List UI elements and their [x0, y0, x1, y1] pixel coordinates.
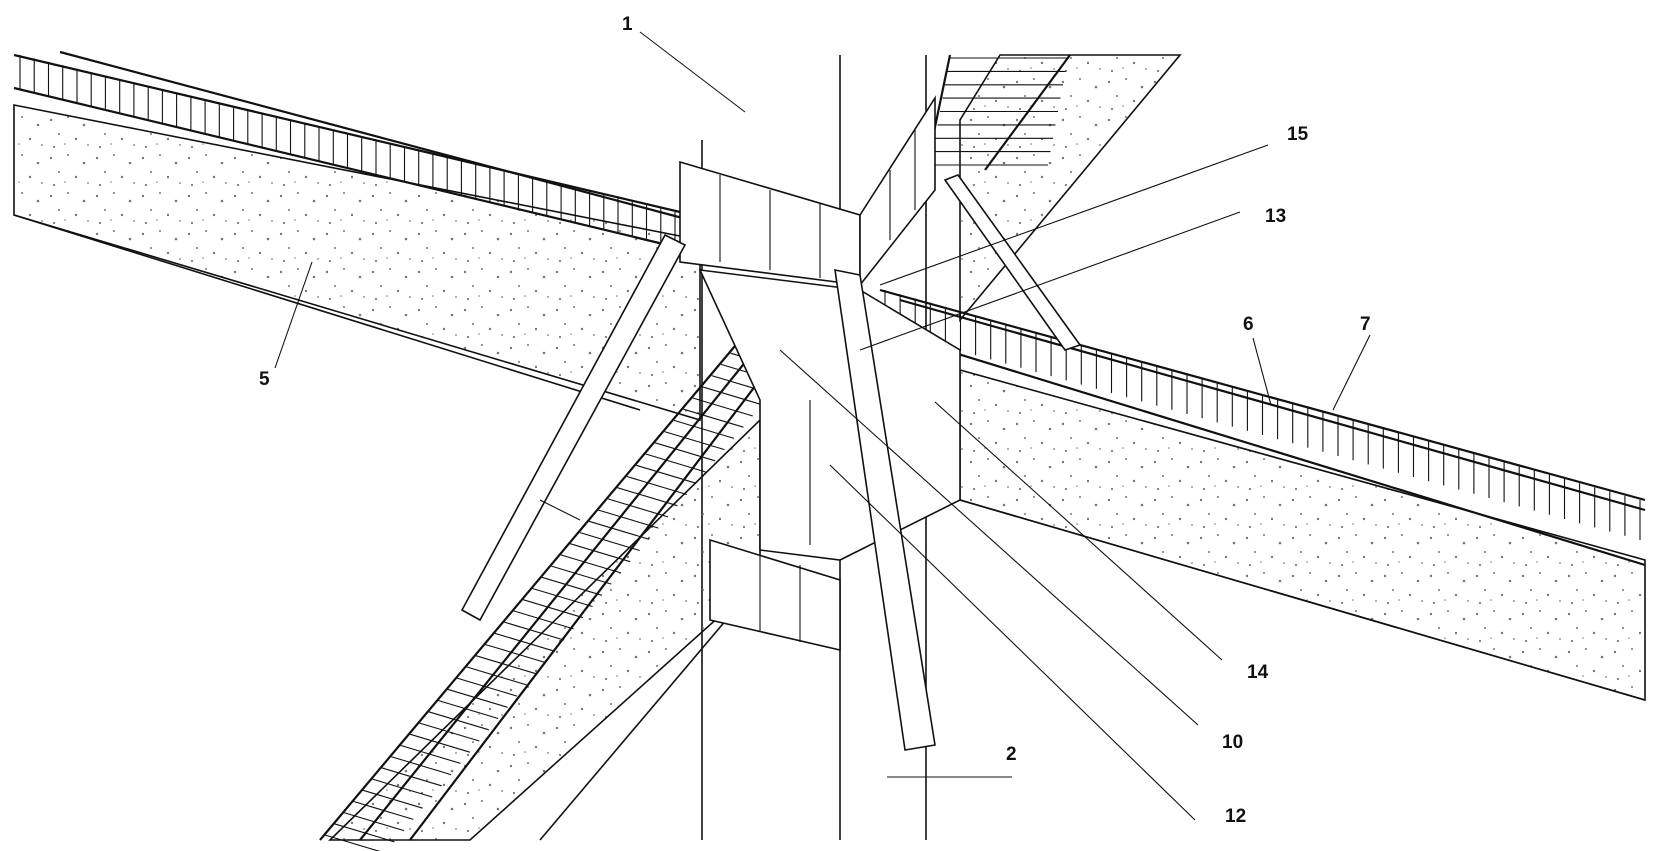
stirrup [541, 576, 603, 596]
stirrup [343, 812, 405, 832]
leader-lines [274, 31, 1371, 821]
stirrup [551, 565, 612, 585]
stirrup [428, 711, 489, 731]
stirrup [692, 397, 753, 417]
stirrup [513, 610, 574, 630]
stirrup [475, 655, 537, 675]
label-13: 13 [1265, 206, 1286, 227]
stirrup [438, 699, 499, 720]
stirrup [419, 722, 480, 742]
stirrup [485, 643, 546, 664]
label-6: 6 [1243, 314, 1254, 335]
stirrup [456, 677, 518, 697]
stirrup [466, 666, 527, 686]
label-2: 2 [1006, 744, 1017, 765]
stirrup [381, 767, 442, 787]
rebar-cage-front [319, 339, 801, 851]
stirrup [636, 464, 697, 484]
stirrup [532, 587, 593, 608]
reference-numerals: 1 2 5 6 7 10 12 13 14 15 [259, 14, 1371, 827]
upper-ring-plate [679, 95, 936, 288]
stirrup [400, 744, 461, 764]
stirrup [353, 800, 414, 820]
lower-ring-plate [709, 538, 841, 652]
stirrup [579, 531, 640, 552]
stirrup [504, 621, 565, 641]
concrete-beam-left [13, 104, 701, 422]
concrete-beam-back [959, 54, 1182, 323]
stirrup [654, 442, 716, 462]
stirrup [683, 408, 744, 428]
label-10: 10 [1222, 732, 1243, 753]
rebar-cage-right [879, 288, 1646, 567]
stirrup [390, 756, 452, 776]
stirrup [334, 823, 395, 843]
label-1: 1 [622, 14, 633, 35]
diagonal-brace-center [834, 268, 936, 751]
stirrup [560, 554, 621, 574]
stirrup [607, 498, 669, 518]
stirrup [598, 509, 659, 529]
stirrup [617, 487, 678, 507]
stirrup [447, 688, 508, 708]
stirrup [570, 543, 631, 563]
stirrup [522, 599, 584, 619]
diagonal-brace-right [943, 174, 1082, 351]
stirrup [588, 520, 650, 540]
label-5: 5 [259, 369, 270, 390]
stirrup [702, 386, 763, 406]
stirrup [362, 789, 423, 809]
stirrup [494, 632, 555, 652]
stirrup [673, 419, 735, 439]
label-14: 14 [1247, 662, 1269, 683]
stirrup [409, 733, 471, 753]
label-15: 15 [1287, 124, 1309, 145]
stirrup [324, 834, 381, 851]
stirrup [664, 431, 725, 451]
label-7: 7 [1360, 314, 1371, 335]
concrete-beam-right [959, 368, 1646, 702]
label-12: 12 [1225, 806, 1246, 827]
stirrup [626, 475, 687, 496]
rebar-cage-left [13, 50, 691, 250]
stirrup [645, 453, 706, 473]
stirrup [372, 778, 433, 798]
diagonal-brace-left [460, 233, 687, 622]
